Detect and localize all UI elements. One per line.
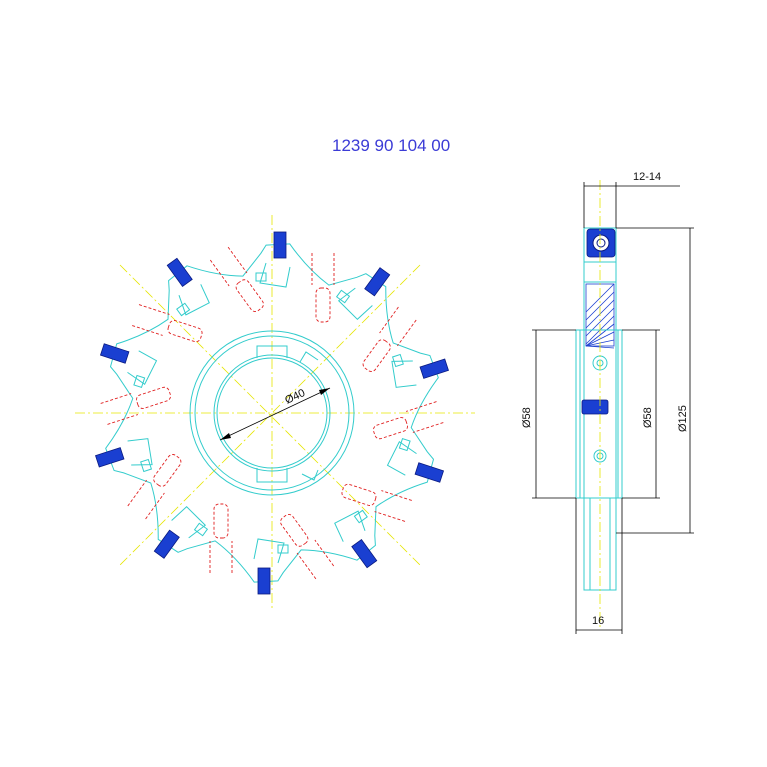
wedge-hidden-line xyxy=(132,304,170,336)
clamp-wedge xyxy=(353,509,368,524)
tooth xyxy=(372,353,449,440)
tooth xyxy=(99,304,203,389)
carbide-insert xyxy=(166,257,193,287)
width-label: 12-14 xyxy=(633,171,661,183)
bore-diameter-label: Ø40 xyxy=(283,387,307,407)
carbide-insert xyxy=(257,567,271,595)
part-number: 1239 90 104 00 xyxy=(332,136,450,155)
tooth xyxy=(166,246,264,317)
insert-pocket xyxy=(259,262,291,288)
carbide-insert xyxy=(414,462,445,483)
hub-ring-inner xyxy=(194,335,350,491)
arrow-head xyxy=(319,388,330,395)
insert-pocket xyxy=(178,284,210,316)
clamp-wedge xyxy=(335,289,351,304)
hatch-line xyxy=(585,323,615,347)
bore-circle xyxy=(213,354,331,472)
insert-pocket xyxy=(127,350,158,385)
tooth xyxy=(255,231,335,323)
keyway-notch xyxy=(299,351,319,363)
keyway-notch xyxy=(301,469,319,481)
arrow-head xyxy=(220,433,231,440)
insert-pocket xyxy=(391,360,417,388)
front-view: Ø40 xyxy=(75,215,475,610)
screw-hole-hidden xyxy=(362,339,391,372)
clamp-wedge xyxy=(255,272,267,282)
tooth xyxy=(280,509,378,580)
insert-pocket xyxy=(386,441,417,476)
clamp-wedge xyxy=(133,374,146,389)
tooth xyxy=(341,437,445,522)
screw-hole-hidden xyxy=(315,287,331,323)
screw-hole-hidden xyxy=(136,386,172,409)
side-view: 12-14 16 Ø58 Ø58 Ø125 xyxy=(521,171,694,634)
wedge-hidden-line xyxy=(379,306,417,347)
tooth xyxy=(335,267,417,372)
wedge-hidden-line xyxy=(296,539,335,580)
diagonal-center-line xyxy=(119,264,421,566)
screw-hole-hidden xyxy=(213,503,229,539)
carbide-insert xyxy=(419,358,449,379)
tooth xyxy=(127,454,209,559)
insert-pocket xyxy=(334,510,366,542)
carbide-insert xyxy=(153,529,180,559)
hatch-line xyxy=(585,307,615,337)
insert-pocket xyxy=(253,538,285,564)
clamp-wedge xyxy=(391,353,404,368)
screw-hole-hidden xyxy=(372,417,408,440)
hub-width-label: 16 xyxy=(592,615,604,627)
screw-hole-hidden xyxy=(280,514,309,547)
hub-diameter-left-label: Ø58 xyxy=(521,407,533,428)
clamp-wedge xyxy=(398,437,411,452)
carbide-insert xyxy=(351,539,378,569)
screw-hole-hidden xyxy=(167,320,203,343)
screw-hole-hidden xyxy=(235,279,264,312)
clamp-wedge xyxy=(140,458,153,473)
cutter-body-outline xyxy=(105,243,439,583)
tooth xyxy=(95,386,172,473)
wedge-hidden-line xyxy=(405,401,444,433)
carbide-insert xyxy=(364,267,391,297)
tooth xyxy=(209,503,289,595)
clamp-wedge xyxy=(176,302,191,317)
bore-dimension-line xyxy=(219,387,331,441)
insert-screw xyxy=(592,234,610,252)
carbide-insert xyxy=(273,231,287,259)
clamp-wedge xyxy=(193,522,209,537)
clamp-wedge xyxy=(277,544,289,554)
keyway-top xyxy=(256,345,288,358)
bore-circle-inner xyxy=(216,357,328,469)
wedge-hidden-line xyxy=(209,246,248,287)
wedge-hidden-line xyxy=(100,393,139,425)
screw-hole-hidden xyxy=(153,454,182,487)
keyway-bottom xyxy=(256,468,288,483)
wedge-hidden-line xyxy=(311,253,335,285)
wedge-hidden-line xyxy=(209,541,233,573)
screw-hole-hidden xyxy=(341,483,377,506)
insert-side xyxy=(581,399,609,415)
wedge-hidden-line xyxy=(127,479,165,520)
insert-pocket xyxy=(127,438,153,466)
insert-screw xyxy=(596,238,606,248)
carbide-insert xyxy=(95,447,125,468)
wedge-hidden-line xyxy=(374,490,412,522)
hub-ring-outer xyxy=(189,330,355,496)
teeth-group xyxy=(95,231,449,595)
hub-diameter-right-label: Ø58 xyxy=(642,407,654,428)
carbide-insert xyxy=(99,343,130,364)
outer-diameter-label: Ø125 xyxy=(677,405,689,432)
